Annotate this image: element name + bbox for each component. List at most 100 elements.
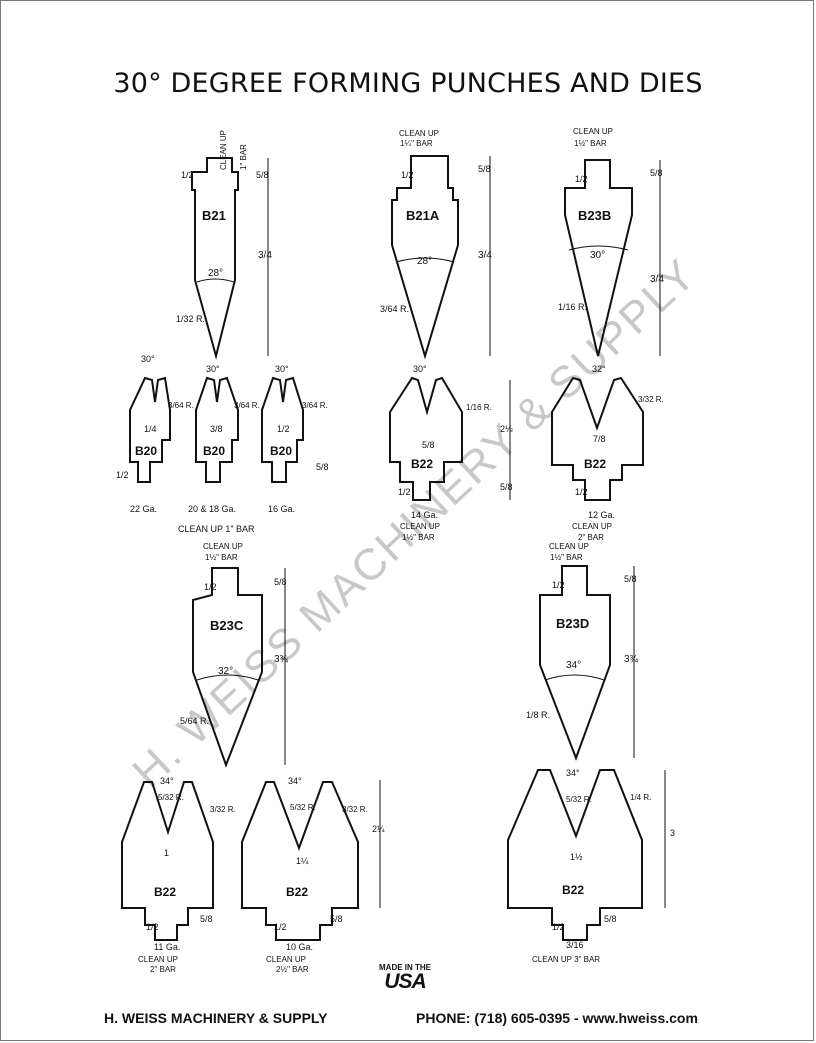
- die-b20-20ga: [195, 376, 239, 483]
- b22-10-radius-inner: 5/32 R.: [290, 803, 316, 812]
- die-b22-11ga: [121, 781, 214, 941]
- b20-c-angle: 30°: [275, 364, 289, 374]
- b22-14-angle: 30°: [413, 364, 427, 374]
- b20-c-width: 1/2: [277, 424, 290, 434]
- b22-12-gauge: 12 Ga.: [588, 510, 615, 520]
- b23c-five-eighths: 5/8: [274, 577, 287, 587]
- b22-11-bar: 2" BAR: [150, 965, 176, 974]
- b22-14-height: 2⅛: [500, 424, 513, 434]
- b23c-label: B23C: [210, 618, 244, 633]
- punch-b21: [191, 157, 269, 360]
- b22-12-angle: 32°: [592, 364, 606, 374]
- b21-height: 3/4: [258, 250, 272, 261]
- b22-10-gauge: 10 Ga.: [286, 942, 313, 952]
- b20-b-angle: 30°: [206, 364, 220, 374]
- b20-gauge-a: 22 Ga.: [130, 504, 157, 514]
- b22-316-height: 3: [670, 828, 675, 838]
- b23d-height: 3¾: [624, 654, 639, 665]
- b22-14-cleanup: CLEAN UP: [400, 522, 440, 531]
- b23d-radius: 1/8 R.: [526, 710, 550, 720]
- footer-phone: PHONE: (718) 605-0395 - www.hweiss.com: [416, 1010, 698, 1026]
- b20-five-eighths: 5/8: [316, 462, 329, 472]
- b20-gauge-b: 20 & 18 Ga.: [188, 504, 236, 514]
- b23d-bar: 1½" BAR: [550, 553, 583, 562]
- b23b-five-eighths: 5/8: [650, 168, 663, 178]
- b22-316-five-eighths: 5/8: [604, 914, 617, 924]
- b23d-angle: 34°: [566, 660, 581, 671]
- b21a-label: B21A: [406, 208, 440, 223]
- b23b-radius: 1/16 R.: [558, 302, 587, 312]
- die-b22-12ga: [551, 376, 644, 501]
- b21-five-eighths: 5/8: [256, 170, 269, 180]
- b21-cleanup: CLEAN UP: [219, 130, 228, 170]
- b22-11-cleanup: CLEAN UP: [138, 955, 178, 964]
- b22-316-cleanup: CLEAN UP 3" BAR: [532, 955, 600, 964]
- b22-12-width: 7/8: [593, 434, 606, 444]
- b22-10-label: B22: [286, 885, 308, 899]
- b22-10-width: 1¼: [296, 856, 309, 866]
- punch-b23c: [192, 567, 286, 768]
- b22-316-label: B22: [562, 883, 584, 897]
- b22-11-five-eighths: 5/8: [200, 914, 213, 924]
- b21-label: B21: [202, 208, 226, 223]
- b21a-bar: 1¼" BAR: [400, 139, 433, 148]
- b23b-half: 1/2: [575, 174, 588, 184]
- punch-b23b: [564, 159, 661, 357]
- b22-14-five-eighths: 5/8: [500, 482, 513, 492]
- b22-11-width: 1: [164, 848, 169, 858]
- b22-12-label: B22: [584, 457, 606, 471]
- die-b22-14ga: [389, 376, 511, 501]
- b22-14-half: 1/2: [398, 487, 411, 497]
- b22-316-angle: 34°: [566, 768, 580, 778]
- b23c-cleanup: CLEAN UP: [203, 542, 243, 551]
- page-title: 30° DEGREE FORMING PUNCHES AND DIES: [113, 68, 703, 99]
- b20-c-radius: 3/64 R.: [302, 401, 328, 410]
- b22-10-five-eighths: 5/8: [330, 914, 343, 924]
- b22-12-cleanup: CLEAN UP: [572, 522, 612, 531]
- b23c-height: 3¾: [274, 654, 289, 665]
- b20-b-width: 3/8: [210, 424, 223, 434]
- b23b-height: 3/4: [650, 274, 664, 285]
- die-b22-3-16: [507, 769, 666, 941]
- b22-14-gauge: 14 Ga.: [411, 510, 438, 520]
- b22-11-radius-inner: 5/32 R.: [158, 793, 184, 802]
- die-b20-16ga: [261, 376, 304, 483]
- b23b-cleanup: CLEAN UP: [573, 127, 613, 136]
- b23b-angle: 30°: [590, 250, 605, 261]
- b22-12-radius: 3/32 R.: [638, 395, 664, 404]
- footer-company: H. WEISS MACHINERY & SUPPLY: [104, 1010, 328, 1026]
- made-in-label: MADE IN THE: [379, 963, 431, 972]
- b22-11-label: B22: [154, 885, 176, 899]
- b20-a-width: 1/4: [144, 424, 157, 434]
- b21-bar: 1" BAR: [239, 144, 248, 170]
- b21a-height: 3/4: [478, 250, 492, 261]
- punch-b23d: [539, 565, 635, 761]
- punch-b21a: [391, 155, 491, 360]
- b22-316-radius-inner: 5/32 R.: [566, 795, 592, 804]
- b22-11-angle: 34°: [160, 776, 174, 786]
- b22-10-half: 1/2: [274, 922, 287, 932]
- b22-11-half: 1/2: [146, 922, 159, 932]
- b23b-bar: 1½" BAR: [574, 139, 607, 148]
- b22-14-width: 5/8: [422, 440, 435, 450]
- b20-b-label: B20: [203, 444, 225, 458]
- b20-a-angle: 30°: [141, 354, 155, 364]
- b22-14-label: B22: [411, 457, 433, 471]
- b22-14-bar: 1½" BAR: [402, 533, 435, 542]
- b22-10-bar: 2½" BAR: [276, 965, 309, 974]
- b21a-radius: 3/64 R.: [380, 304, 409, 314]
- b20-cleanup: CLEAN UP 1" BAR: [178, 524, 255, 534]
- b21-half: 1/2: [181, 170, 194, 180]
- b22-10-cleanup: CLEAN UP: [266, 955, 306, 964]
- b23c-bar: 1½" BAR: [205, 553, 238, 562]
- b20-gauge-c: 16 Ga.: [268, 504, 295, 514]
- b21a-angle: 28°: [417, 256, 432, 267]
- die-b22-10ga: [241, 780, 381, 941]
- b21-radius: 1/32 R.: [176, 314, 205, 324]
- usa-logo: USA: [384, 970, 426, 993]
- b20-b-radius: 3/64 R.: [234, 401, 260, 410]
- b21-angle: 28°: [208, 268, 223, 279]
- b21a-five-eighths: 5/8: [478, 164, 491, 174]
